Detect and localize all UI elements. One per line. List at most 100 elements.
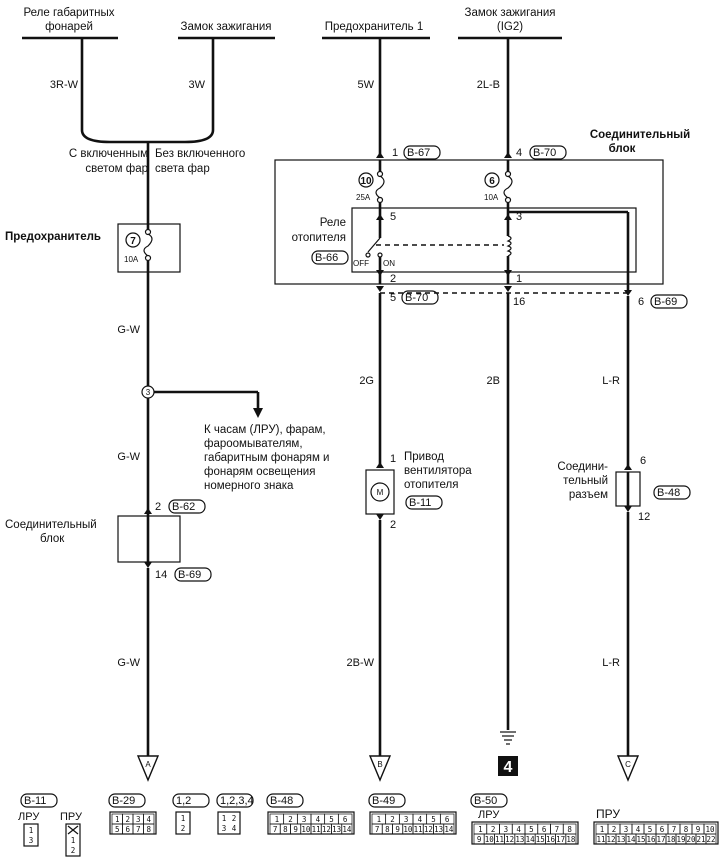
legend-pin: 5 [529, 825, 534, 834]
legend-pin: 11 [495, 835, 504, 844]
connector-tag-outline [403, 145, 441, 160]
legend-pin: 8 [146, 825, 151, 834]
arrow-down-icon [253, 408, 263, 418]
relay-off-label: OFF [353, 259, 369, 268]
pin-marker-icon [504, 152, 512, 158]
legend-pin: 4 [516, 825, 521, 834]
legend-pin-cell [565, 833, 577, 845]
pin-1: 1 [392, 147, 398, 159]
legend-pin-cell [143, 823, 155, 835]
legend-pin: 1 [71, 836, 76, 845]
label-connector-2: тельный [563, 475, 608, 487]
pin-4: 4 [516, 147, 522, 159]
label-with-lights-1: С включенным [69, 148, 148, 160]
pin-3: 3 [516, 211, 522, 223]
legend-pin: 9 [293, 825, 298, 834]
connector-tag-outline [216, 793, 254, 808]
legend-b30-tag: 1,2 [176, 795, 191, 807]
legend-cross-icon [67, 825, 79, 835]
legend-pin: 21 [696, 835, 705, 844]
legend-b48-tag: B-48 [270, 795, 293, 807]
pin-marker-icon [376, 214, 384, 220]
legend-pin: 4 [316, 815, 321, 824]
legend-pin: 9 [477, 835, 482, 844]
legend-b31-tag: 1,2,3,4 [220, 795, 254, 807]
branch-note-5: номерного знака [204, 480, 294, 492]
pin-5: 5 [390, 211, 396, 223]
legend-pin: 1 [181, 814, 186, 823]
legend-pin: 2 [71, 846, 76, 855]
legend-pin: 12 [424, 825, 433, 834]
legend-pin: 16 [546, 835, 556, 844]
pin-2-relay: 2 [390, 273, 396, 285]
legend-pin: 9 [395, 825, 400, 834]
legend-pin-cell [341, 823, 353, 835]
source-ignition-ig2-line2: (IG2) [497, 21, 523, 33]
legend-b50-tag: B-50 [474, 795, 497, 807]
label-junction-block-top-1: Соединительный [590, 129, 690, 141]
legend-pin: 1 [478, 825, 483, 834]
legend-b11-pru: ПРУ [60, 811, 83, 823]
label-connector-1: Соедини- [557, 461, 608, 473]
branch-note-3: габаритным фонарям и [204, 452, 329, 464]
legend-pin: 12 [505, 835, 514, 844]
label-heater-relay-1: Реле [320, 217, 346, 229]
legend-pin: 2 [612, 825, 617, 834]
pin-marker-icon [624, 506, 632, 512]
legend-pin: 6 [445, 815, 450, 824]
pin-marker-icon [376, 286, 384, 292]
legend-pin-cell [705, 833, 717, 845]
legend-pin: 2 [288, 815, 293, 824]
legend-pin: 8 [283, 825, 288, 834]
legend-b50-pru: ПРУ [596, 807, 620, 821]
connector-b62: B-62 [172, 501, 195, 513]
connector-tag-outline [653, 485, 691, 500]
legend-pin: 13 [515, 835, 524, 844]
legend-pin: 6 [542, 825, 547, 834]
connector-b11: B-11 [409, 497, 431, 509]
fuse-number-circle [484, 172, 500, 188]
legend-pin: 11 [414, 825, 423, 834]
connector-b70-b: B-70 [405, 292, 428, 304]
legend-pin: 10 [403, 825, 413, 834]
legend-pin: 10 [705, 825, 715, 834]
fuse-terminal [504, 196, 512, 204]
source-parking-relay-line1: Реле габаритных [24, 7, 115, 19]
label-without-lights-2: света фар [155, 163, 210, 175]
label-heater-relay-2: отопителя [292, 232, 346, 244]
legend-b49-tag: B-49 [372, 795, 395, 807]
legend-pin: 13 [434, 825, 443, 834]
legend-pin: 14 [342, 825, 352, 834]
wire-label-3w: 3W [189, 79, 206, 91]
fuse-rating: 10A [124, 255, 139, 264]
label-with-lights-2: светом фар [85, 163, 148, 175]
pin-12: 12 [638, 511, 650, 523]
label-fuse: Предохранитель [5, 231, 101, 243]
pin-1-motor: 1 [390, 453, 396, 465]
fuse-terminal [376, 196, 384, 204]
fuse-number: 7 [130, 236, 136, 247]
legend-connector-outline [23, 823, 39, 847]
label-junction-block-left-2: блок [40, 533, 65, 545]
connector-tag-outline [266, 793, 304, 808]
pin-marker-icon [624, 290, 632, 296]
connector-b67: B-67 [407, 147, 430, 159]
legend-connector-outline [175, 811, 191, 835]
fuse-terminal [504, 170, 512, 178]
fuse-terminal [376, 170, 384, 178]
terminal-c-label: C [625, 760, 631, 769]
branch-note-2: фароомывателям, [204, 438, 303, 450]
junction-block-top [274, 159, 664, 285]
fuse-element-icon [143, 233, 153, 257]
wire-label-3r-w: 3R-W [50, 79, 79, 91]
legend-pin: 3 [136, 815, 141, 824]
legend-pin: 8 [385, 825, 390, 834]
source-fuse-1: Предохранитель 1 [325, 21, 424, 33]
wire-label-2b: 2B [487, 375, 500, 387]
wire-label-g-w-2: G-W [117, 451, 140, 463]
pin-marker-icon [504, 270, 512, 276]
